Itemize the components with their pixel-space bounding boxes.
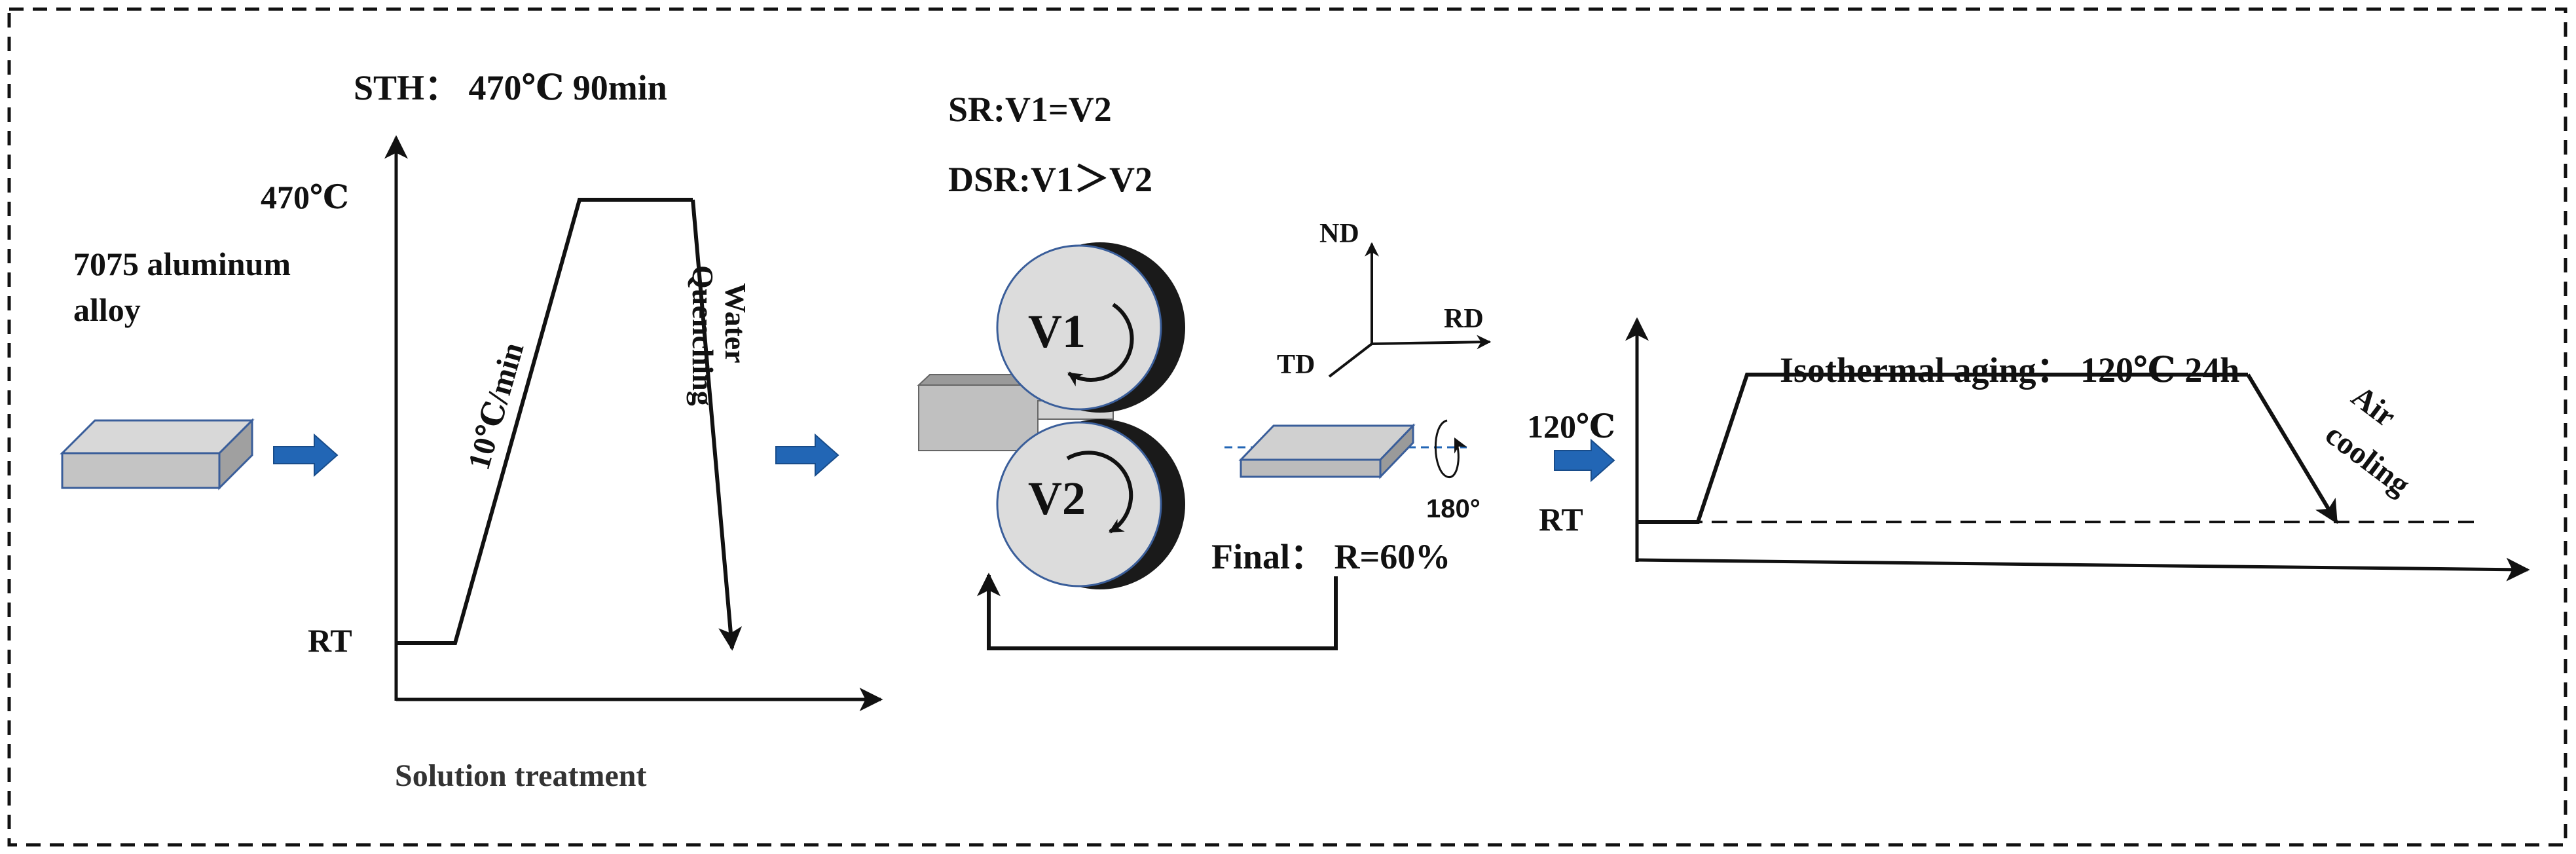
solution-temp-label: 470℃ bbox=[261, 179, 349, 215]
nd-label: ND bbox=[1319, 219, 1359, 249]
rd-axis bbox=[1371, 335, 1492, 350]
quench-arrow bbox=[691, 199, 743, 651]
material-label-line1: 7075 aluminum bbox=[73, 246, 291, 282]
material-block bbox=[60, 418, 255, 491]
quench-label-line2: Quenching bbox=[686, 265, 720, 406]
rd-label: RD bbox=[1444, 304, 1484, 334]
final-reduction-label: Final： R=60% bbox=[1211, 537, 1450, 576]
air-cooling-arrow bbox=[2246, 373, 2338, 525]
aging-temp-label: 120℃ bbox=[1527, 408, 1615, 445]
sr-label: SR:V1=V2 bbox=[948, 90, 1112, 129]
repeat-loop-arrow bbox=[977, 572, 1338, 650]
air-cooling-label-line1: Air bbox=[2345, 379, 2402, 434]
top-roller bbox=[996, 242, 1185, 413]
bottom-roller-label: V2 bbox=[1028, 472, 1086, 525]
quench-label-line1: Water bbox=[719, 283, 752, 363]
outer-frame bbox=[7, 7, 2567, 847]
flow-arrow-icon-1 bbox=[273, 433, 339, 477]
aging-rt-label: RT bbox=[1539, 501, 1583, 538]
solution-temperature-curve bbox=[396, 198, 693, 645]
material-label-line2: alloy bbox=[73, 291, 141, 328]
flow-arrow-icon-3 bbox=[1554, 438, 1615, 483]
top-roller-rotation-icon bbox=[1067, 303, 1134, 386]
td-label: TD bbox=[1277, 350, 1315, 380]
aging-x-axis bbox=[1636, 557, 2530, 582]
bottom-roller-rotation-icon bbox=[1066, 451, 1133, 534]
rotation-label: 180° bbox=[1426, 494, 1481, 523]
rolled-sheet bbox=[1238, 423, 1416, 479]
solution-title: STH： 470℃ 90min bbox=[354, 68, 667, 107]
solution-caption: Solution treatment bbox=[395, 758, 646, 793]
flow-arrow-icon-2 bbox=[775, 433, 839, 477]
rotation-180-icon bbox=[1434, 419, 1467, 478]
solution-rt-label: RT bbox=[308, 622, 352, 659]
aging-temperature-curve bbox=[1637, 373, 2248, 524]
bottom-roller bbox=[996, 419, 1185, 589]
dsr-label: DSR:V1＞V2 bbox=[948, 160, 1152, 199]
td-axis bbox=[1328, 343, 1373, 378]
top-roller-label: V1 bbox=[1028, 305, 1086, 358]
air-cooling-label-line2: cooling bbox=[2319, 417, 2416, 502]
aging-title: Isothermal aging： 120℃ 24h bbox=[1780, 350, 2239, 390]
